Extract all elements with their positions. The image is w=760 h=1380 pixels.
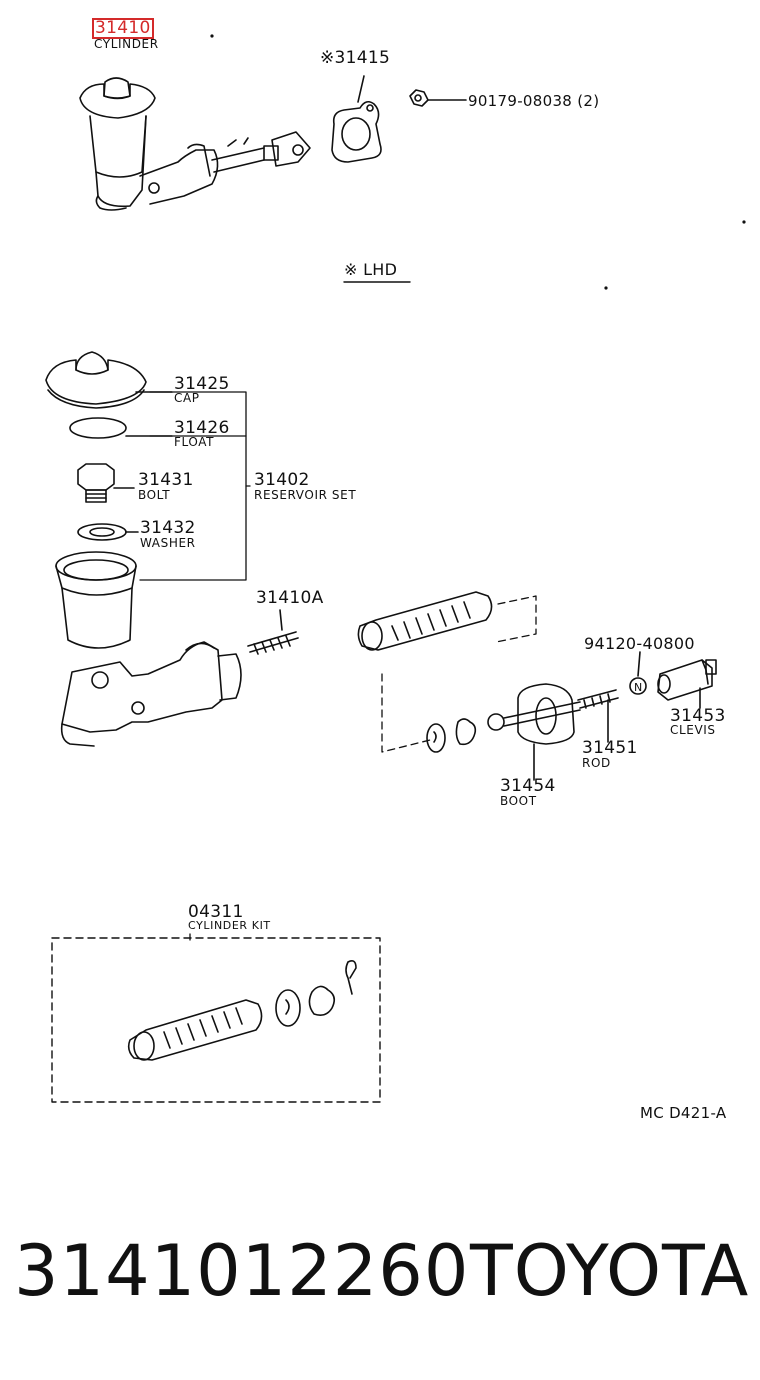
float-drawing (69, 417, 127, 439)
kit-snap-ring-drawing (275, 985, 336, 1027)
piston-drawing (357, 591, 493, 651)
boot-part-name: BOOT (500, 794, 537, 808)
washer-part-name: WASHER (140, 536, 196, 550)
cylinder-body-drawing (60, 641, 242, 747)
cylinder-part-number[interactable]: 31410 (92, 18, 154, 39)
reservoir-part-name: RESERVOIR SET (254, 488, 357, 502)
footer-brand: TOYOTA (470, 1230, 750, 1312)
kit-part-number: 04311 (188, 902, 244, 922)
clevis-part-name: CLEVIS (670, 723, 716, 737)
cylinder-part-name: CYLINDER (94, 37, 159, 51)
spring-drawing (247, 631, 299, 655)
float-part-number: 31426 (174, 418, 230, 438)
bolt-drawing (77, 463, 115, 503)
kit-clip-drawing (345, 960, 357, 995)
float-part-name: FLOAT (174, 435, 215, 449)
bolt-part-name: BOLT (138, 488, 171, 502)
svg-text:N: N (634, 681, 642, 694)
washer-part-number: 31432 (140, 518, 196, 538)
kit-part-name: CYLINDER KIT (188, 919, 271, 932)
clevis-part-number: 31453 (670, 706, 726, 726)
kit-piston-drawing (127, 999, 263, 1061)
spring-part-number: 31410A (256, 588, 324, 608)
cap-part-name: CAP (174, 391, 200, 405)
footer-part-number: 3141012260 (14, 1230, 470, 1312)
boot-drawing (517, 683, 575, 745)
clevis-drawing (657, 659, 717, 701)
bolt-part-number: 31431 (138, 470, 194, 490)
kit-dashed-outline (381, 595, 537, 753)
gasket-part-number: ※31415 (320, 48, 391, 68)
nut-n-part-number: 94120-40800 (584, 634, 695, 653)
reservoir-part-number: 31402 (254, 470, 310, 490)
nut-part-number: 90179-08038 (2) (468, 92, 600, 110)
washer-drawing (77, 523, 127, 541)
lhd-note: ※ LHD (344, 260, 398, 279)
cylinder-kit-outline (51, 937, 381, 1103)
reservoir-drawing (55, 551, 137, 649)
nut-drawing (409, 89, 429, 107)
reservoir-cap-drawing (45, 351, 147, 409)
rod-part-name: ROD (582, 756, 611, 770)
boot-part-number: 31454 (500, 776, 556, 796)
gasket-drawing (331, 100, 382, 163)
drawing-code: MC D421-A (640, 1104, 727, 1122)
rod-part-number: 31451 (582, 738, 638, 758)
master-cylinder-assembly-drawing (79, 77, 311, 211)
nut-n-drawing (629, 677, 647, 695)
push-rod-drawing (487, 689, 619, 731)
snap-ring-drawing (426, 718, 477, 753)
cap-part-number: 31425 (174, 374, 230, 394)
